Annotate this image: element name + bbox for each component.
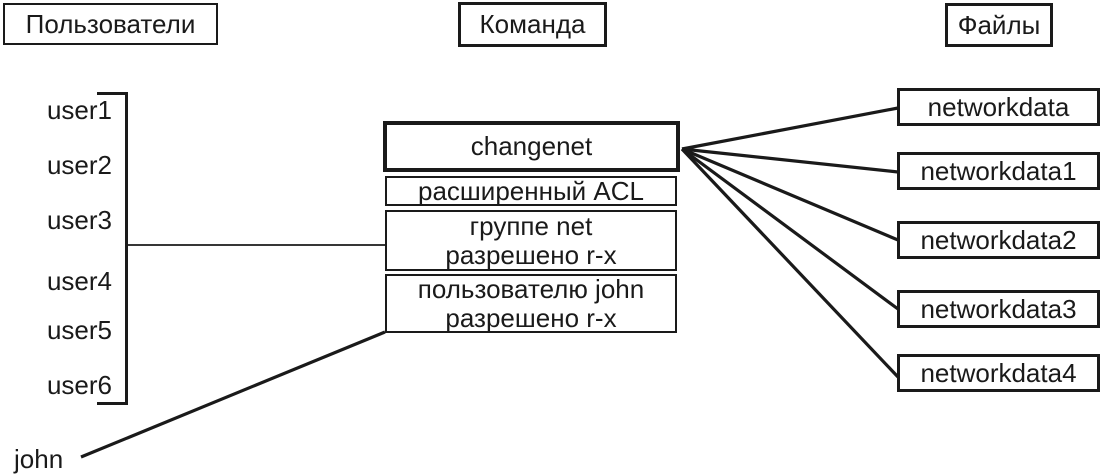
fan-line-networkdata2: [681, 147, 899, 242]
file-box-networkdata3: networkdata3: [897, 290, 1100, 328]
file-label: networkdata4: [920, 357, 1077, 388]
users-group-bracket: [97, 92, 128, 405]
file-box-networkdata2: networkdata2: [897, 221, 1100, 259]
users-column-title: Пользователи: [25, 8, 196, 39]
user-label-user2: user2: [46, 150, 112, 180]
command-name: changenet: [470, 131, 593, 161]
fan-line-networkdata3: [681, 147, 899, 311]
fan-line-networkdata: [681, 106, 899, 151]
file-box-networkdata1: networkdata1: [897, 152, 1100, 190]
user-label-user4: user4: [46, 266, 112, 296]
user-label-john: john: [14, 444, 64, 474]
acl-entry-user-permission: разрешено r-x: [445, 302, 617, 333]
acl-entry-user-subject: пользователю john: [417, 273, 645, 304]
john-acl-connector-line: [80, 330, 386, 459]
users-column-header: Пользователи: [3, 3, 218, 45]
file-box-networkdata4: networkdata4: [897, 354, 1100, 392]
acl-entry-group-box: группе net разрешено r-x: [385, 210, 677, 271]
user-label-user3: user3: [46, 205, 112, 235]
fan-line-networkdata4: [680, 147, 900, 379]
file-label: networkdata3: [920, 293, 1077, 324]
command-name-box: changenet: [383, 121, 680, 172]
user-label-user6: user6: [46, 370, 112, 400]
user-label-user1: user1: [46, 95, 112, 125]
acl-entry-group-permission: разрешено r-x: [445, 239, 617, 270]
file-label: networkdata: [927, 91, 1070, 122]
command-column-title: Команда: [479, 9, 586, 39]
acl-type-label: расширенный ACL: [418, 175, 644, 206]
user-label-user5: user5: [46, 315, 112, 345]
files-column-title: Файлы: [957, 9, 1041, 40]
acl-entry-user-box: пользователю john разрешено r-x: [385, 274, 677, 333]
command-column-header: Команда: [458, 2, 607, 47]
files-column-header: Файлы: [945, 3, 1053, 47]
file-label: networkdata1: [920, 155, 1077, 186]
acl-type-box: расширенный ACL: [385, 176, 677, 206]
fan-line-networkdata1: [681, 147, 899, 174]
file-label: networkdata2: [920, 224, 1077, 255]
acl-entry-group-subject: группе net: [469, 210, 593, 241]
file-box-networkdata: networkdata: [897, 88, 1100, 126]
